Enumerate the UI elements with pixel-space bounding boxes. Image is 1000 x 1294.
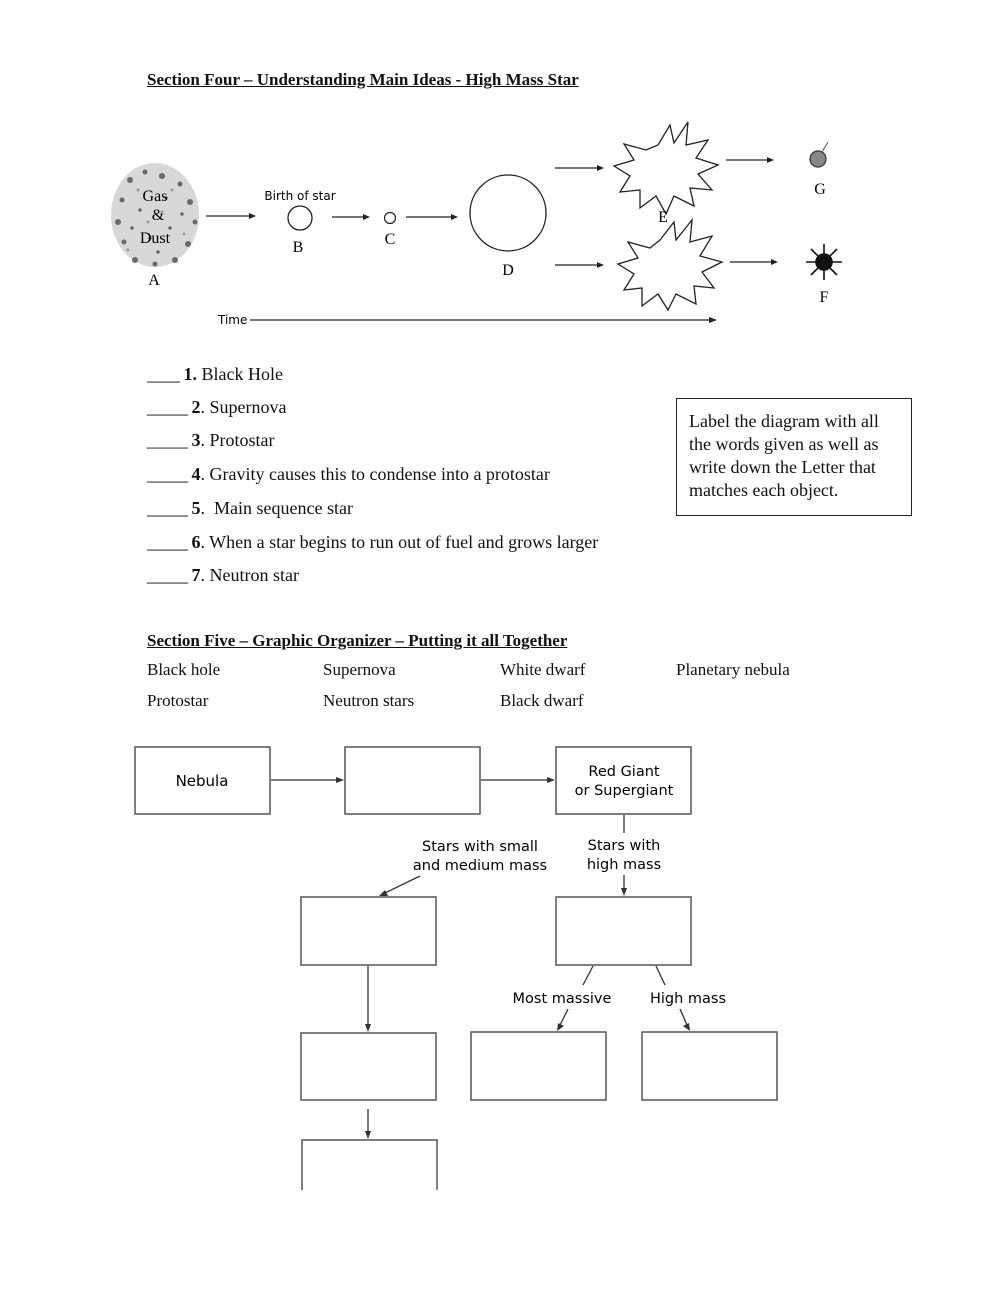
letter-a: A: [148, 272, 160, 289]
dust-label: Dust: [140, 230, 171, 247]
supernova-e: [612, 121, 720, 216]
object-g: [809, 150, 827, 168]
letter-b: B: [293, 239, 304, 256]
question-number: 5: [191, 498, 201, 518]
question-text: . Protostar: [200, 430, 275, 450]
answer-blank-5[interactable]: _____: [147, 498, 188, 518]
question-1: ____ 1. Black Hole: [147, 364, 283, 385]
object-f: [806, 244, 842, 280]
high-mass-label: High mass: [650, 991, 726, 1007]
question-number: 6: [191, 532, 201, 552]
gas-dust-cloud: [111, 163, 199, 267]
high-mass-star-diagram: Gas & Dust A Birth of star B C D E G F: [111, 121, 842, 327]
answer-blank-4[interactable]: _____: [147, 464, 188, 484]
question-text: . Gravity causes this to condense into a…: [200, 464, 550, 484]
small-medium-label-2: and medium mass: [413, 858, 547, 874]
word-bank-item: Black hole: [147, 660, 221, 679]
high-mass-branch-label-2: high mass: [587, 857, 661, 873]
letter-g: G: [814, 181, 826, 198]
organizer-box-most-massive[interactable]: [470, 1031, 607, 1101]
graphic-organizer: Nebula Red Giant or Supergiant Stars wit…: [134, 746, 778, 1190]
time-label: Time: [217, 313, 247, 327]
section-four-title: Section Four – Understanding Main Ideas …: [147, 70, 579, 89]
red-giant-label: Red Giant: [588, 764, 659, 780]
red-giant-box: [555, 746, 692, 815]
star-d: [469, 174, 547, 252]
instruction-box: Label the diagram with all the words giv…: [676, 398, 912, 516]
word-bank-item: White dwarf: [500, 660, 586, 679]
word-bank-item: Supernova: [323, 660, 396, 679]
organizer-box-5[interactable]: [301, 1139, 438, 1190]
organizer-box-2[interactable]: [344, 746, 481, 815]
letter-f: F: [820, 289, 829, 306]
question-text: Black Hole: [201, 364, 283, 384]
letter-e: E: [658, 209, 668, 226]
question-4: _____ 4. Gravity causes this to condense…: [147, 464, 550, 485]
question-number: 4: [191, 464, 201, 484]
answer-blank-1[interactable]: ____: [147, 364, 180, 384]
question-6: _____ 6. When a star begins to run out o…: [147, 532, 598, 553]
answer-blank-6[interactable]: _____: [147, 532, 188, 552]
supernova-lower: [616, 217, 724, 312]
word-bank-item: Neutron stars: [323, 691, 415, 710]
ampersand-label: &: [152, 207, 165, 224]
organizer-box-4[interactable]: [300, 1032, 437, 1101]
section-five-title: Section Five – Graphic Organizer – Putti…: [147, 631, 568, 650]
organizer-box-small-medium[interactable]: [300, 896, 437, 966]
most-massive-label: Most massive: [513, 991, 612, 1007]
gas-label: Gas: [143, 188, 168, 205]
question-text: . Neutron star: [200, 565, 299, 585]
question-number: 1.: [183, 364, 198, 384]
word-bank-item: Protostar: [147, 691, 209, 710]
question-number: 7: [191, 565, 201, 585]
star-c: [383, 211, 397, 225]
question-text: . Main sequence star: [200, 498, 353, 518]
nebula-label: Nebula: [176, 772, 229, 790]
letter-c: C: [385, 231, 396, 248]
letter-d: D: [502, 262, 514, 279]
organizer-box-high-mass-result[interactable]: [641, 1031, 778, 1101]
question-text: . When a star begins to run out of fuel …: [200, 532, 599, 552]
question-number: 3: [191, 430, 201, 450]
answer-blank-3[interactable]: _____: [147, 430, 188, 450]
question-7: _____ 7. Neutron star: [147, 565, 299, 586]
answer-blank-7[interactable]: _____: [147, 565, 188, 585]
word-bank-item: Black dwarf: [500, 691, 584, 710]
question-3: _____ 3. Protostar: [147, 430, 275, 451]
answer-blank-2[interactable]: _____: [147, 397, 188, 417]
organizer-box-high-mass[interactable]: [555, 896, 692, 966]
nebula-box: [134, 746, 271, 815]
star-b: [287, 205, 313, 231]
word-bank-item: Planetary nebula: [676, 660, 790, 679]
question-text: . Supernova: [200, 397, 287, 417]
supergiant-label: or Supergiant: [575, 783, 674, 799]
birth-of-star-label: Birth of star: [264, 189, 335, 203]
question-5: _____ 5. Main sequence star: [147, 498, 353, 519]
high-mass-branch-label-1: Stars with: [588, 838, 661, 854]
question-2: _____ 2. Supernova: [147, 397, 286, 418]
question-number: 2: [191, 397, 201, 417]
small-medium-label-1: Stars with small: [422, 839, 538, 855]
